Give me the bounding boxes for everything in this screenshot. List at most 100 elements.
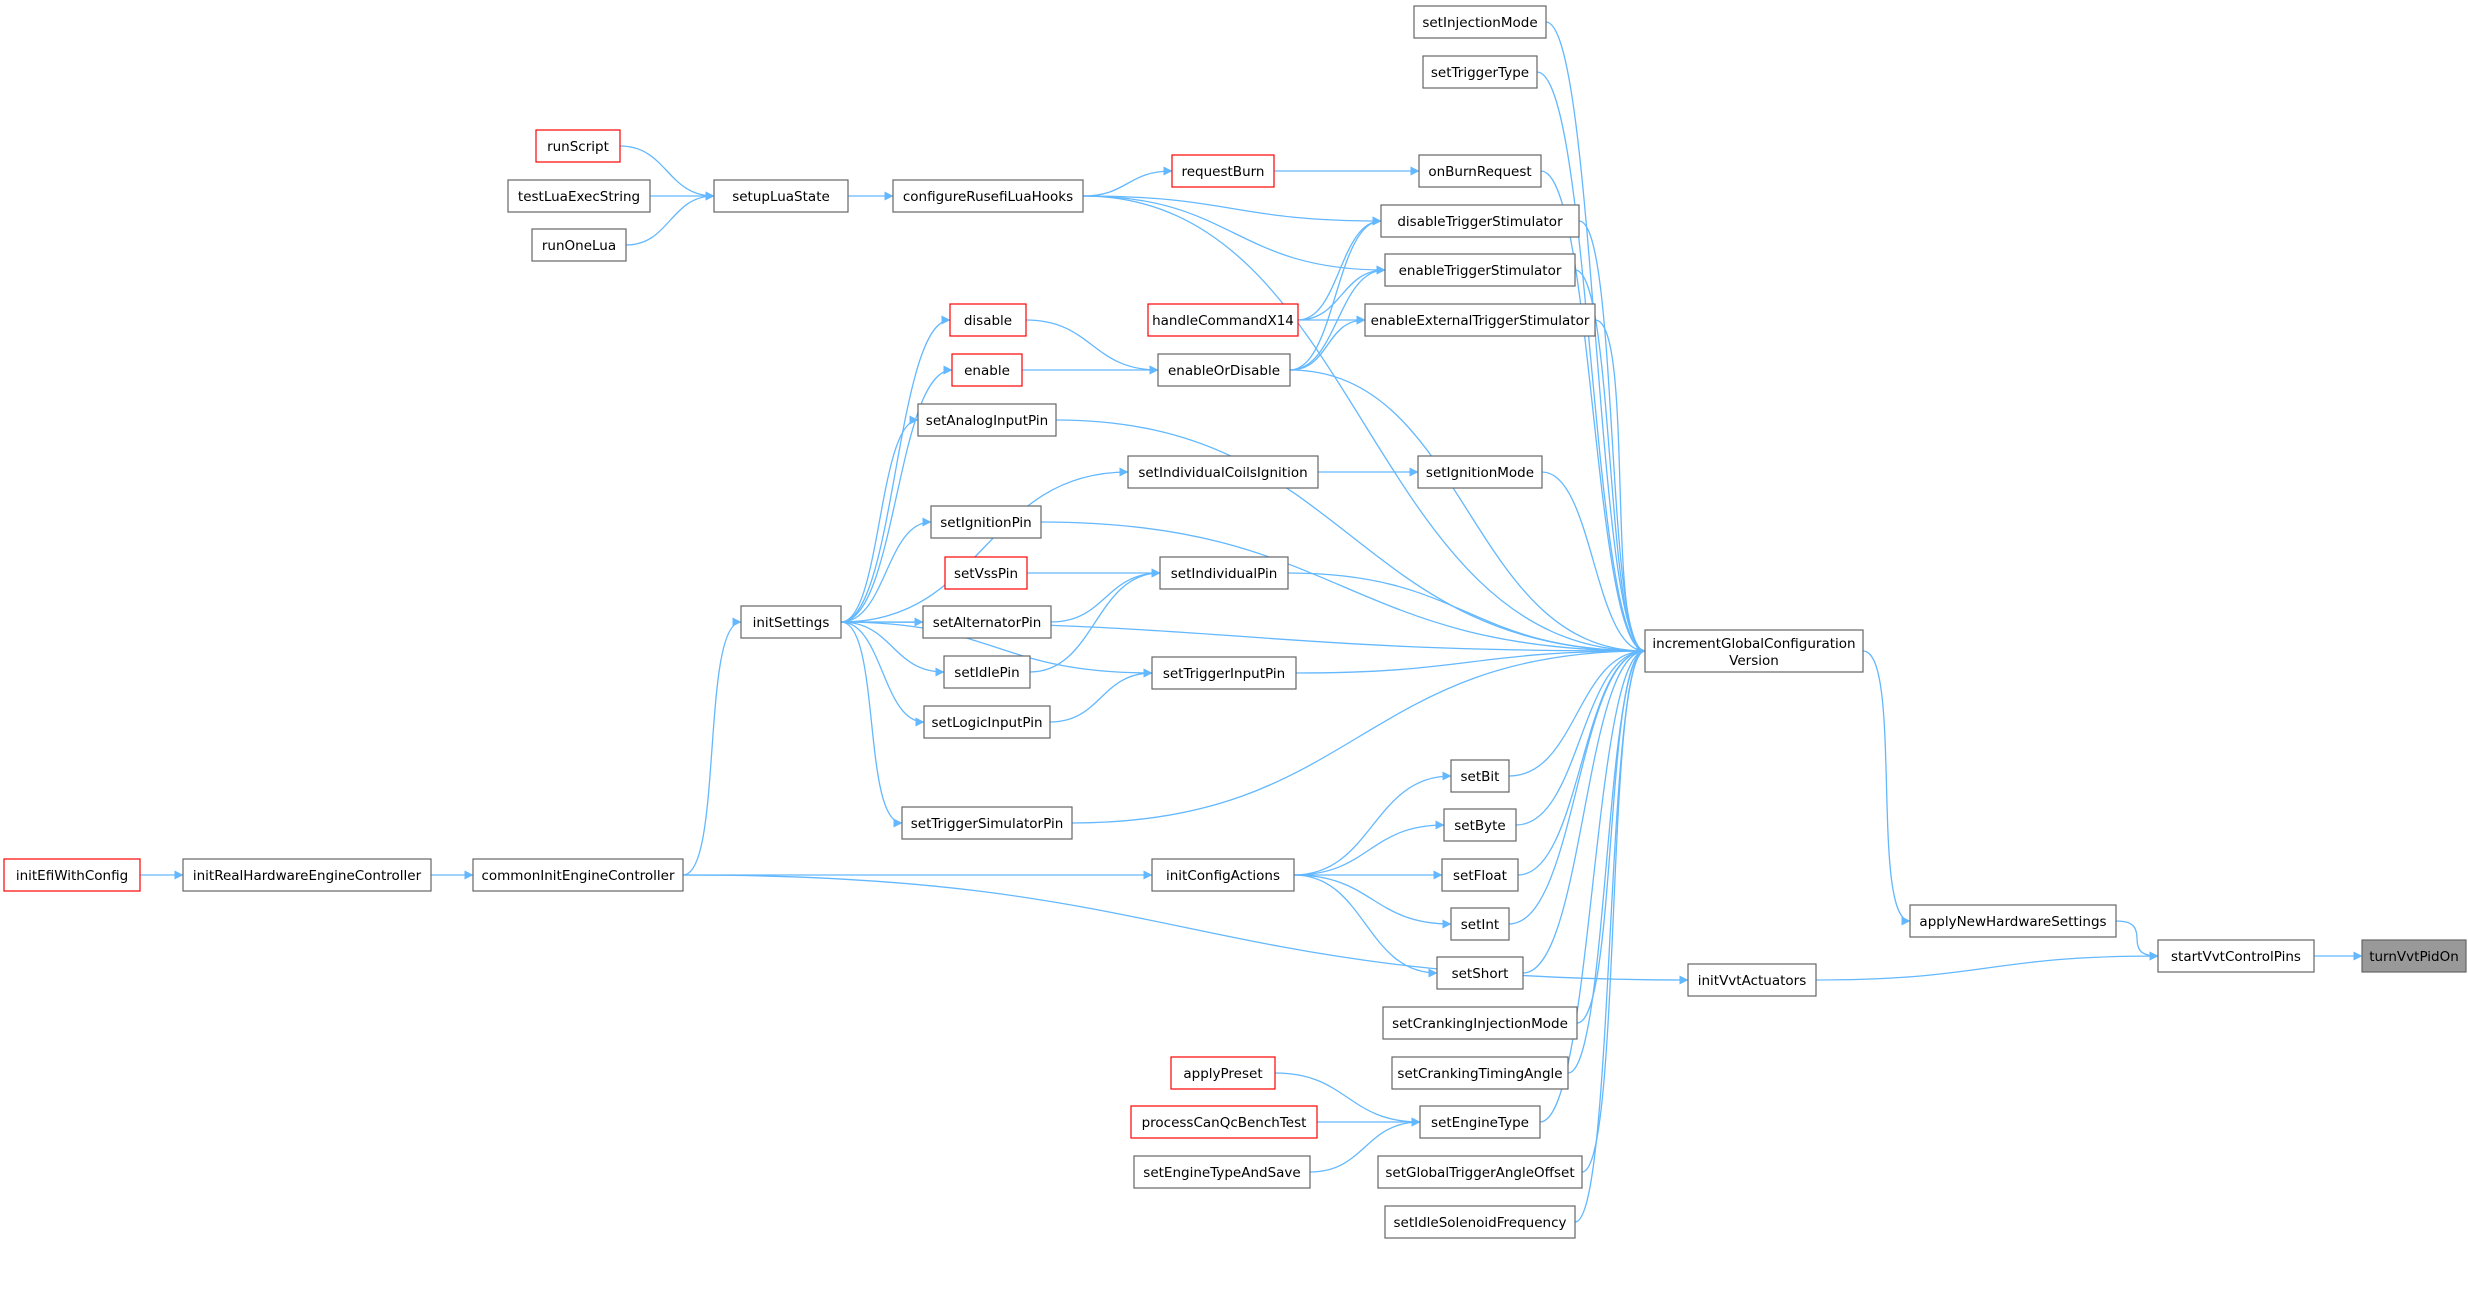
node-label: enableOrDisable [1168, 363, 1280, 379]
node-setTriggerInputPin[interactable]: setTriggerInputPin [1151, 656, 1297, 690]
node-commonInitEngineController[interactable]: commonInitEngineController [472, 858, 684, 892]
node-enableTriggerStimulator[interactable]: enableTriggerStimulator [1384, 253, 1576, 287]
node-setCrankingTimingAngle[interactable]: setCrankingTimingAngle [1391, 1056, 1569, 1090]
node-label: requestBurn [1181, 164, 1264, 180]
node-box [1391, 1056, 1569, 1090]
node-setEngineType[interactable]: setEngineType [1419, 1105, 1541, 1139]
node-setCrankingInjectionMode[interactable]: setCrankingInjectionMode [1382, 1006, 1578, 1040]
node-setInjectionMode[interactable]: setInjectionMode [1413, 5, 1547, 39]
node-setIgnitionMode[interactable]: setIgnitionMode [1417, 455, 1543, 489]
node-box [1170, 1056, 1276, 1090]
node-handleCommandX14[interactable]: handleCommandX14 [1147, 303, 1299, 337]
edge-initSettings-to-enable [840, 365, 953, 623]
node-label: enable [964, 363, 1010, 379]
edges [140, 21, 2363, 1223]
edge-enableExternalTriggerStimulator-to-incrementGlobalConfigurationVersion [1594, 319, 1646, 656]
node-label: setInjectionMode [1422, 15, 1537, 31]
node-setInt[interactable]: setInt [1450, 907, 1510, 941]
node-processCanQcBenchTest[interactable]: processCanQcBenchTest [1130, 1105, 1318, 1139]
edge-setFloat-to-incrementGlobalConfigurationVersion [1517, 646, 1646, 876]
node-label: applyNewHardwareSettings [1919, 914, 2106, 930]
node-setFloat[interactable]: setFloat [1441, 858, 1519, 892]
node-setTriggerSimulatorPin[interactable]: setTriggerSimulatorPin [901, 806, 1073, 840]
node-box [1159, 556, 1289, 590]
node-box [713, 179, 849, 213]
edge-setTriggerSimulatorPin-to-incrementGlobalConfigurationVersion [1071, 646, 1646, 824]
node-setByte[interactable]: setByte [1443, 808, 1517, 842]
node-box [943, 655, 1031, 689]
node-setIdleSolenoidFrequency[interactable]: setIdleSolenoidFrequency [1384, 1205, 1576, 1239]
node-enableOrDisable[interactable]: enableOrDisable [1157, 353, 1291, 387]
node-label: enableExternalTriggerStimulator [1371, 313, 1590, 329]
node-setLogicInputPin[interactable]: setLogicInputPin [923, 705, 1051, 739]
node-setShort[interactable]: setShort [1436, 956, 1524, 990]
node-setIndividualCoilsIgnition[interactable]: setIndividualCoilsIgnition [1127, 455, 1319, 489]
edge-runOneLua-to-setupLuaState [625, 191, 715, 246]
edge-initSettings-to-setLogicInputPin [840, 621, 925, 727]
edge-initSettings-to-setTriggerInputPin [840, 621, 1153, 678]
node-initSettings[interactable]: initSettings [740, 605, 842, 639]
node-requestBurn[interactable]: requestBurn [1171, 154, 1275, 188]
edge-setIndividualPin-to-incrementGlobalConfigurationVersion [1287, 572, 1646, 656]
node-disableTriggerStimulator[interactable]: disableTriggerStimulator [1380, 204, 1580, 238]
node-turnVvtPidOn[interactable]: turnVvtPidOn [2361, 939, 2467, 973]
node-startVvtControlPins[interactable]: startVvtControlPins [2157, 939, 2315, 973]
node-label: incrementGlobalConfiguration [1652, 636, 1855, 652]
node-applyPreset[interactable]: applyPreset [1170, 1056, 1276, 1090]
edge-setByte-to-incrementGlobalConfigurationVersion [1515, 646, 1646, 826]
node-disable[interactable]: disable [949, 303, 1027, 337]
node-label: setBit [1461, 769, 1500, 785]
edge-enableOrDisable-to-enableTriggerStimulator [1289, 265, 1386, 371]
node-label: setVssPin [954, 566, 1018, 582]
node-setEngineTypeAndSave[interactable]: setEngineTypeAndSave [1133, 1155, 1311, 1189]
node-setTriggerType[interactable]: setTriggerType [1422, 55, 1538, 89]
node-initVvtActuators[interactable]: initVvtActuators [1687, 963, 1817, 997]
edge-setEngineType-to-incrementGlobalConfigurationVersion [1539, 646, 1646, 1123]
edge-enableOrDisable-to-incrementGlobalConfigurationVersion [1289, 369, 1646, 656]
node-box [1151, 656, 1297, 690]
edge-commonInitEngineController-to-initSettings [682, 617, 742, 876]
edge-applyNewHardwareSettings-to-startVvtControlPins [2115, 920, 2159, 961]
node-label: enableTriggerStimulator [1399, 263, 1562, 279]
node-label: setIdleSolenoidFrequency [1393, 1215, 1566, 1231]
edge-disable-to-enableOrDisable [1025, 319, 1159, 375]
node-setIndividualPin[interactable]: setIndividualPin [1159, 556, 1289, 590]
node-initEfiWithConfig[interactable]: initEfiWithConfig [3, 858, 141, 892]
node-onBurnRequest[interactable]: onBurnRequest [1418, 154, 1542, 188]
node-box [535, 129, 621, 163]
node-box [1377, 1155, 1583, 1189]
node-label: applyPreset [1183, 1066, 1262, 1082]
node-box [922, 605, 1052, 639]
node-enableExternalTriggerStimulator[interactable]: enableExternalTriggerStimulator [1364, 303, 1596, 337]
node-runOneLua[interactable]: runOneLua [531, 228, 627, 262]
node-setVssPin[interactable]: setVssPin [944, 556, 1028, 590]
node-label: initEfiWithConfig [16, 868, 128, 884]
node-setIdlePin[interactable]: setIdlePin [943, 655, 1031, 689]
node-configureRusefiLuaHooks[interactable]: configureRusefiLuaHooks [892, 179, 1084, 213]
node-setIgnitionPin[interactable]: setIgnitionPin [930, 505, 1042, 539]
node-runScript[interactable]: runScript [535, 129, 621, 163]
node-enable[interactable]: enable [951, 353, 1023, 387]
edge-configureRusefiLuaHooks-to-disableTriggerStimulator [1082, 195, 1382, 226]
node-setupLuaState[interactable]: setupLuaState [713, 179, 849, 213]
node-setAlternatorPin[interactable]: setAlternatorPin [922, 605, 1052, 639]
node-box [1441, 858, 1519, 892]
node-applyNewHardwareSettings[interactable]: applyNewHardwareSettings [1909, 904, 2117, 938]
node-setAnalogInputPin[interactable]: setAnalogInputPin [917, 403, 1057, 437]
node-testLuaExecString[interactable]: testLuaExecString [507, 179, 651, 213]
edge-setIgnitionMode-to-incrementGlobalConfigurationVersion [1541, 471, 1646, 656]
node-box [949, 303, 1027, 337]
node-label: initVvtActuators [1698, 973, 1807, 989]
node-initConfigActions[interactable]: initConfigActions [1151, 858, 1295, 892]
node-box [923, 705, 1051, 739]
node-label: Version [1729, 653, 1779, 669]
node-label: disableTriggerStimulator [1397, 214, 1563, 230]
node-label: setIgnitionPin [940, 515, 1032, 531]
edge-initSettings-to-setTriggerSimulatorPin [840, 621, 903, 828]
node-initRealHardwareEngineController[interactable]: initRealHardwareEngineController [182, 858, 432, 892]
edge-setIgnitionPin-to-incrementGlobalConfigurationVersion [1040, 521, 1646, 656]
node-box [901, 806, 1073, 840]
node-setBit[interactable]: setBit [1450, 759, 1510, 793]
node-setGlobalTriggerAngleOffset[interactable]: setGlobalTriggerAngleOffset [1377, 1155, 1583, 1189]
